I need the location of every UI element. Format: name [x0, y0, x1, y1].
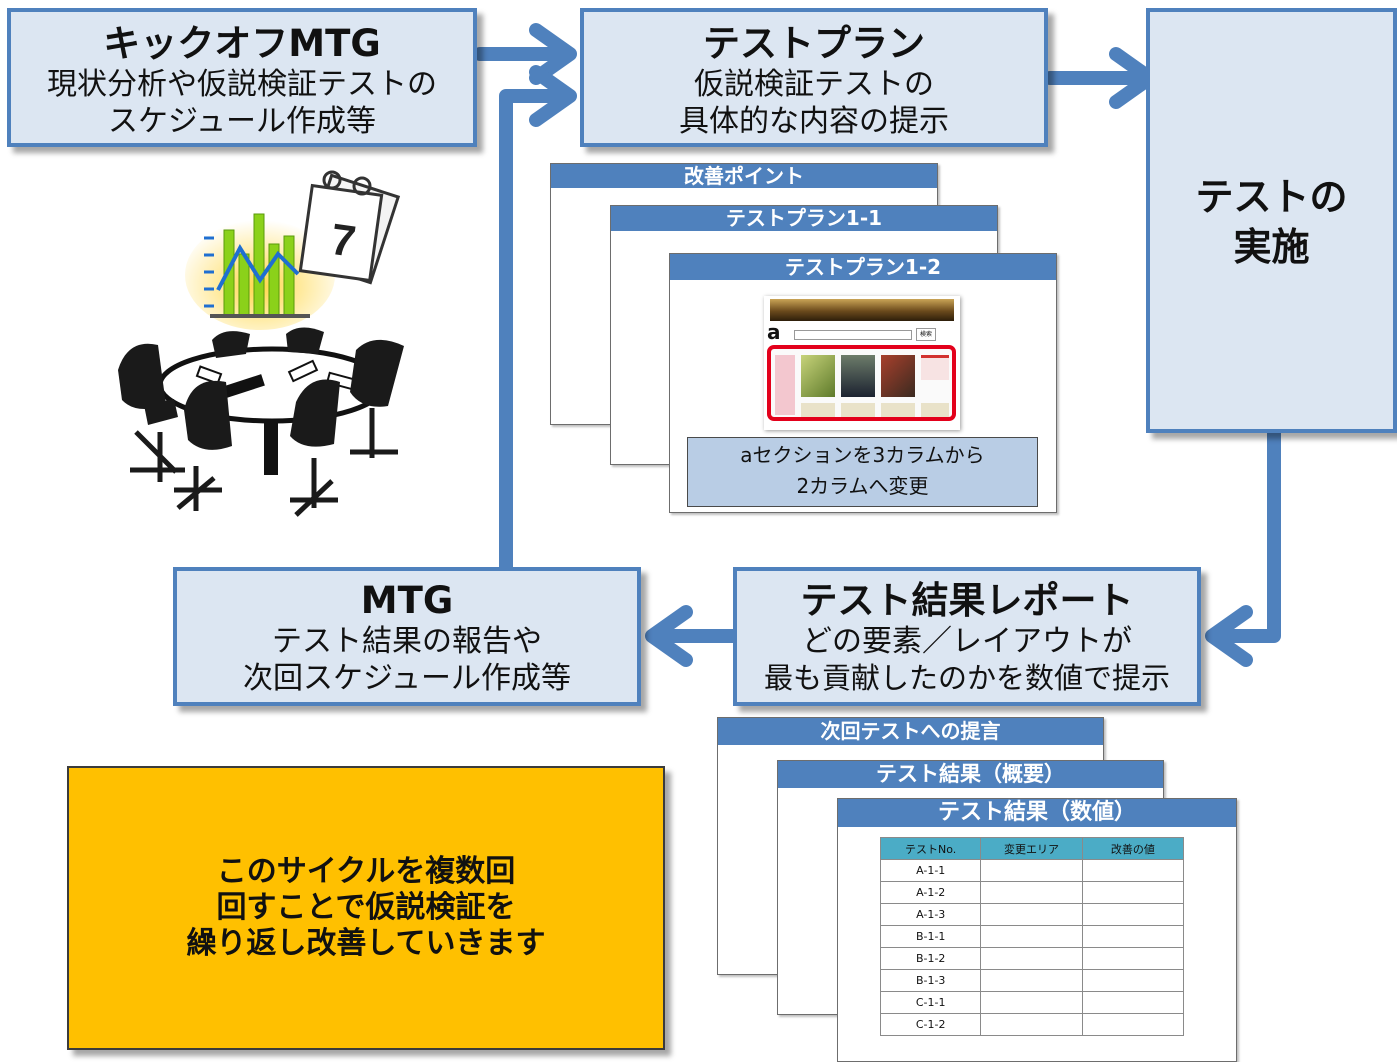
calendar-icon: 7 [298, 170, 401, 285]
mockup-search-field [794, 330, 912, 340]
doc-testplan-1-2-title: テストプラン1-2 [670, 254, 1056, 280]
improvement-value-cell [1081, 859, 1185, 882]
product-image-bottle [841, 355, 875, 397]
doc-improvement-points-title: 改善ポイント [551, 164, 937, 188]
changed-area-cell [980, 991, 1083, 1014]
test-no-cell: C-1-1 [879, 991, 982, 1014]
summary-line2: 回すことで仮説検証を [216, 890, 516, 925]
col-header-changed-area: 変更エリア [980, 837, 1083, 860]
execution-box: テストの 実施 [1146, 8, 1397, 433]
doc-next-test-recommendation-title: 次回テストへの提言 [718, 718, 1103, 745]
kickoff-mtg-box: キックオフMTG 現状分析や仮説検証テストの スケジュール作成等 [7, 8, 477, 147]
doc-testplan-1-1-title: テストプラン1‐1 [611, 206, 997, 231]
col-header-improvement-value: 改善の値 [1081, 837, 1185, 860]
mockup-header-image [770, 299, 954, 321]
report-line2: 最も貢献したのかを数値で提示 [763, 661, 1170, 695]
mtg-line2: 次回スケジュール作成等 [243, 661, 571, 696]
changed-area-cell [980, 881, 1083, 904]
kickoff-title: キックオフMTG [103, 22, 381, 65]
improvement-value-cell [1081, 881, 1185, 904]
arrow-testplan-to-execution [1043, 47, 1157, 109]
arrow-execution-to-report [1205, 426, 1281, 667]
table-row: C-1-1 [879, 991, 1185, 1014]
mtg-line1: テスト結果の報告や [272, 624, 542, 659]
product-image-person [881, 355, 915, 397]
kickoff-line2: スケジュール作成等 [108, 104, 376, 139]
table-row: B-1-2 [879, 947, 1185, 970]
changed-area-cell [980, 859, 1083, 882]
test-no-cell: B-1-1 [879, 925, 982, 948]
test-no-cell: B-1-3 [879, 969, 982, 992]
arrow-report-to-mtg [645, 605, 740, 667]
product-image-gift [921, 355, 949, 380]
doc-result-numbers-title: テスト結果（数値） [838, 799, 1236, 827]
testplan-line2: 具体的な内容の提示 [679, 104, 949, 139]
mtg-box: MTG テスト結果の報告や 次回スケジュール作成等 [173, 567, 641, 706]
testplan-box: テストプラン 仮説検証テストの 具体的な内容の提示 [580, 8, 1048, 147]
plan-caption-line2: 2カラムへ変更 [796, 474, 929, 498]
report-box: テスト結果レポート どの要素／レイアウトが 最も貢献したのかを数値で提示 [733, 567, 1201, 706]
test-no-cell: C-1-2 [879, 1013, 982, 1036]
meeting-illustration: 7 [118, 170, 404, 517]
improvement-value-cell [1081, 969, 1185, 992]
mtg-title: MTG [360, 579, 454, 622]
table-row: B-1-3 [879, 969, 1185, 992]
chairs-icon [118, 327, 404, 517]
improvement-value-cell [1081, 1013, 1185, 1036]
arrow-mtg-to-testplan [499, 65, 577, 575]
test-no-cell: A-1-2 [879, 881, 982, 904]
doc-testplan-1-2: テストプラン1-2 検索 a aセクションを3カラムから 2カラムへ変更 [669, 253, 1057, 513]
improvement-value-cell [1081, 947, 1185, 970]
testplan-line1: 仮説検証テストの [694, 67, 934, 102]
test-no-cell: A-1-1 [879, 859, 982, 882]
improvement-value-cell [1081, 925, 1185, 948]
test-no-cell: A-1-3 [879, 903, 982, 926]
changed-area-cell [980, 1013, 1083, 1036]
product-image-glasses [801, 355, 835, 397]
kickoff-line1: 現状分析や仮説検証テストの [47, 67, 437, 102]
changed-area-cell [980, 947, 1083, 970]
improvement-value-cell [1081, 991, 1185, 1014]
execution-line1: テストの [1195, 175, 1348, 219]
plan-caption: aセクションを3カラムから 2カラムへ変更 [687, 437, 1038, 507]
execution-line2: 実施 [1233, 225, 1310, 269]
summary-line3: 繰り返し改善していきます [186, 926, 546, 961]
testplan-title: テストプラン [703, 22, 925, 65]
plan-caption-line1: aセクションを3カラムから [740, 443, 985, 467]
highlight-frame [767, 345, 956, 421]
bar-chart-icon [185, 213, 335, 330]
changed-area-cell [980, 903, 1083, 926]
improvement-value-cell [1081, 903, 1185, 926]
table-row: B-1-1 [879, 925, 1185, 948]
table-row: A-1-2 [879, 881, 1185, 904]
arrow-kickoff-to-testplan [473, 23, 577, 85]
changed-area-cell [980, 925, 1083, 948]
changed-area-cell [980, 969, 1083, 992]
table-row: A-1-3 [879, 903, 1185, 926]
mockup-search-button: 検索 [916, 328, 936, 341]
report-line1: どの要素／レイアウトが [802, 624, 1132, 659]
summary-line1: このサイクルを複数回 [216, 854, 516, 889]
summary-box: このサイクルを複数回 回すことで仮説検証を 繰り返し改善していきます [67, 766, 665, 1050]
test-no-cell: B-1-2 [879, 947, 982, 970]
col-header-test-no: テストNo. [879, 837, 982, 860]
report-title: テスト結果レポート [800, 579, 1134, 622]
table-row: A-1-1 [879, 859, 1185, 882]
table-row: C-1-2 [879, 1013, 1185, 1036]
doc-result-summary-title: テスト結果（概要） [778, 761, 1163, 788]
section-marker-a: a [767, 320, 781, 344]
